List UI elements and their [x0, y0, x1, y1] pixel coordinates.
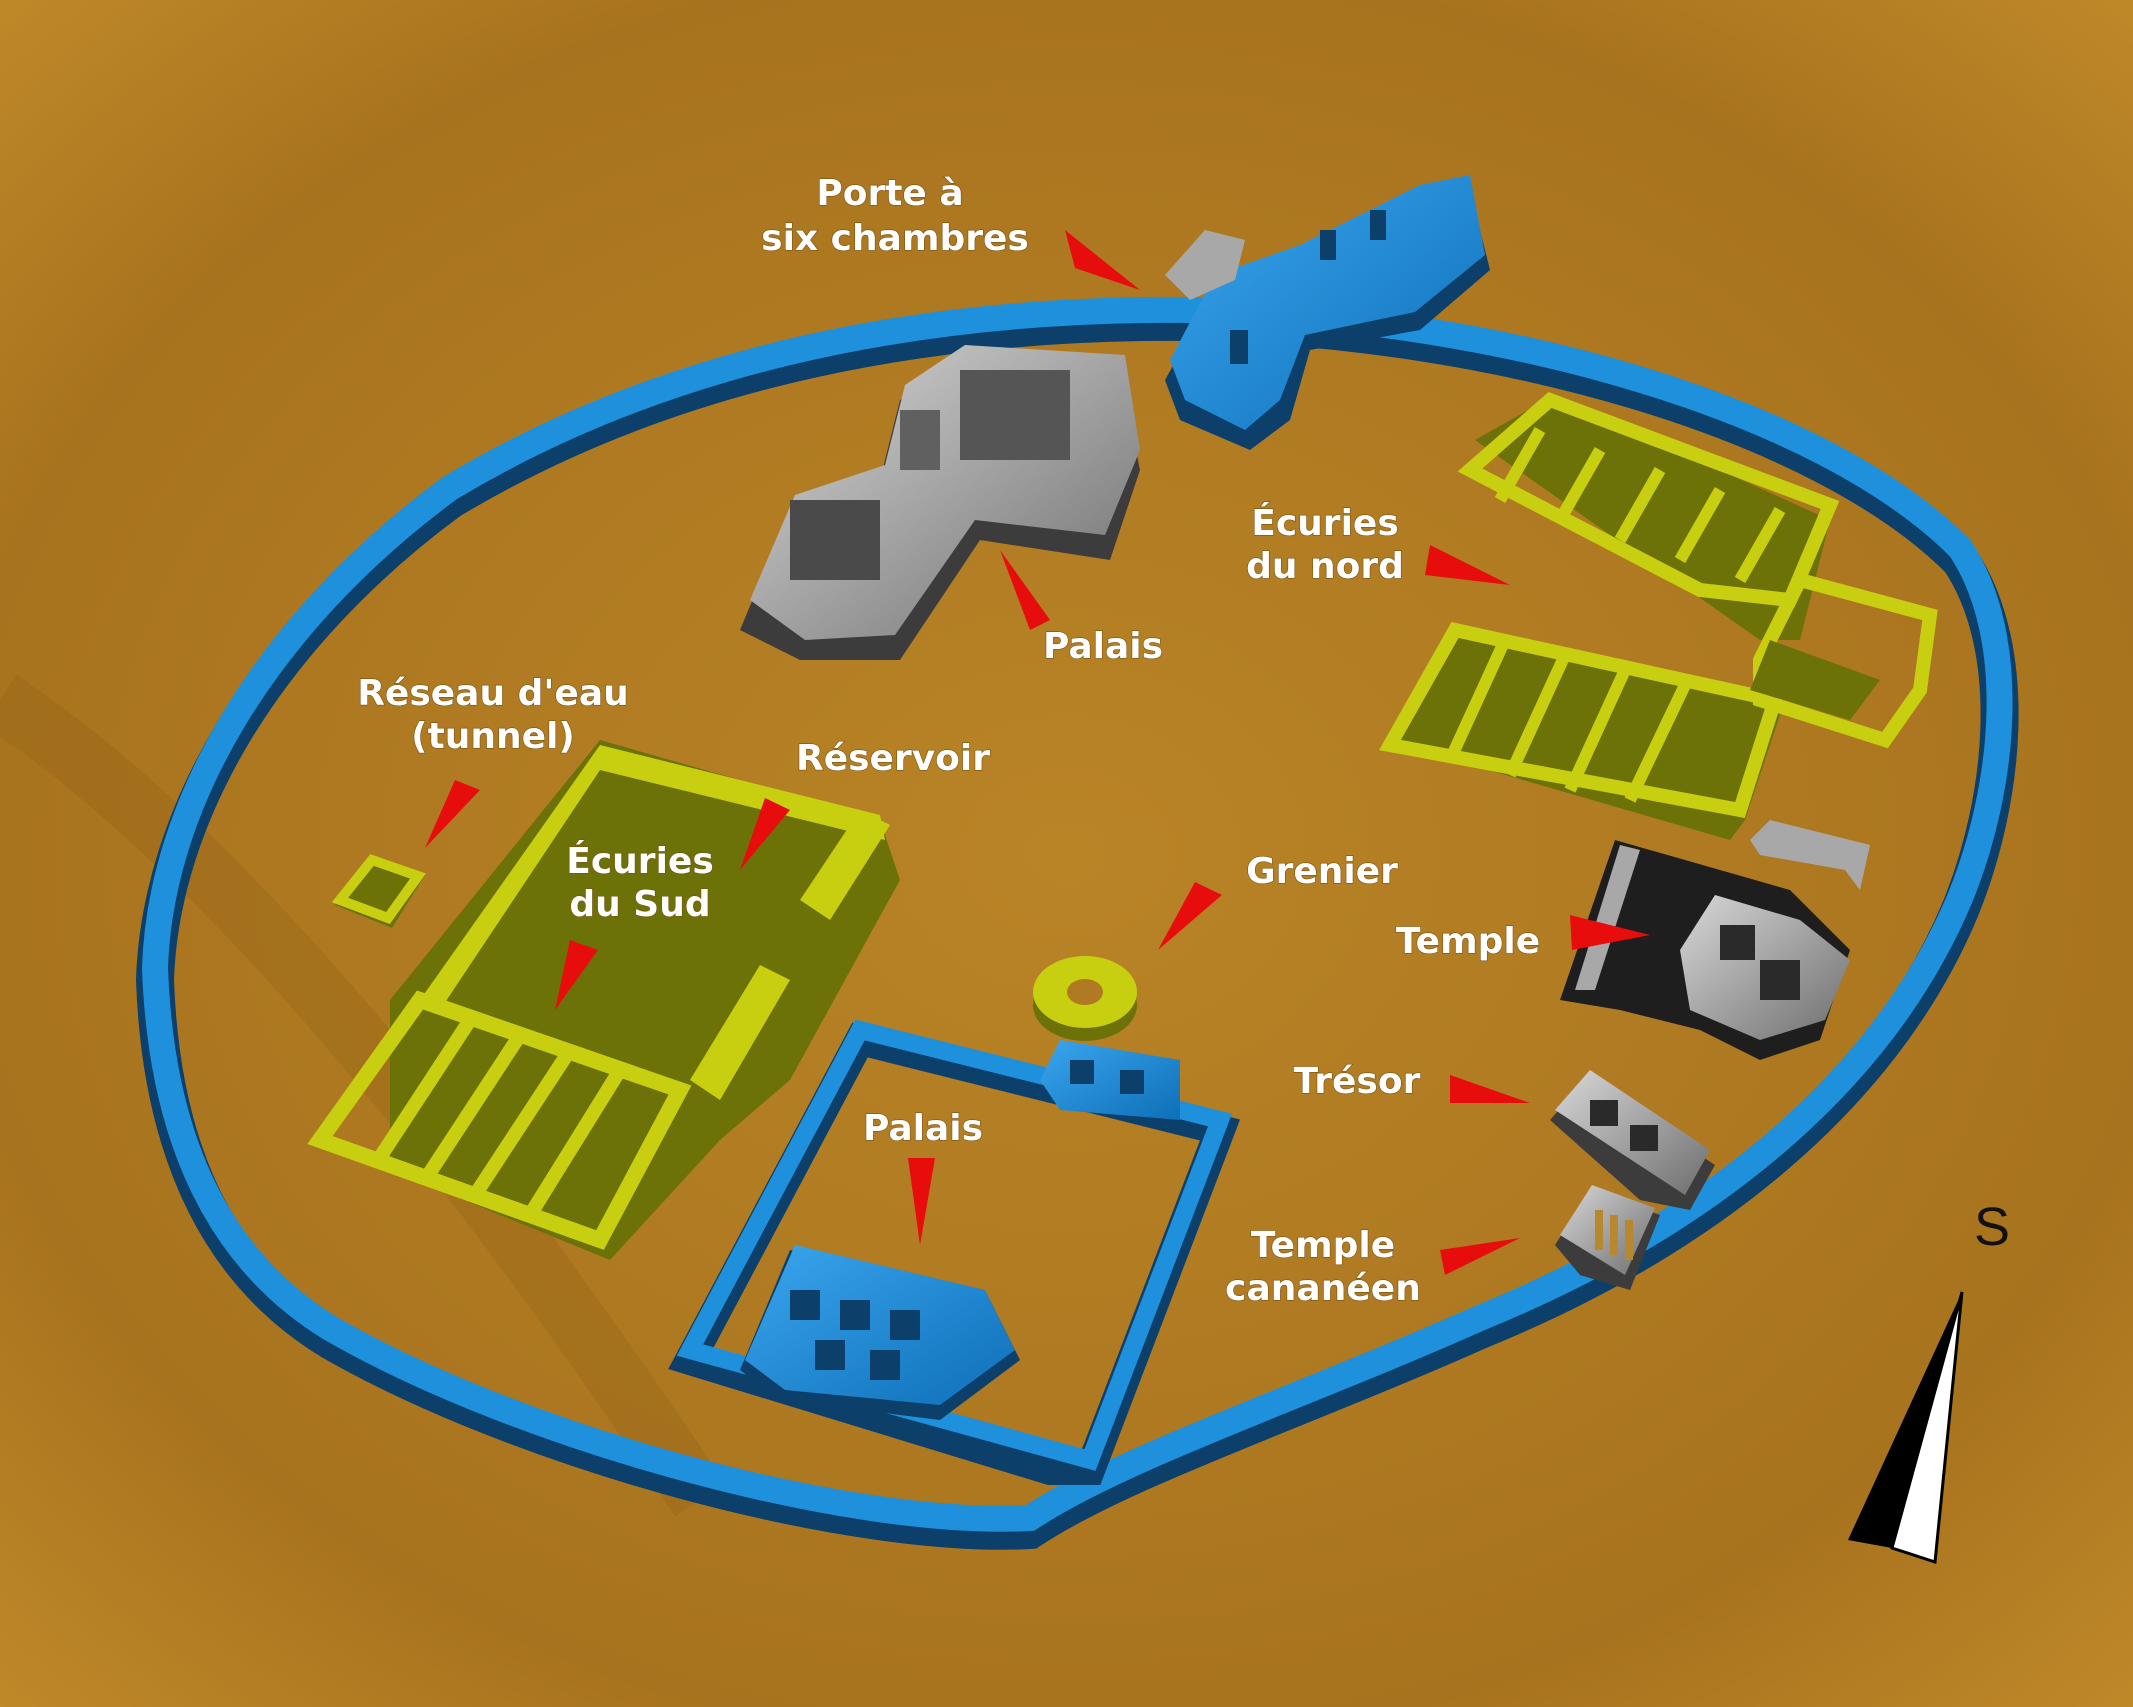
- label-south-stables-line1: Écuries: [566, 840, 714, 882]
- label-treasury: Trésor: [1294, 1061, 1421, 1102]
- label-north-stables-line2: du nord: [1246, 546, 1404, 587]
- label-water-system: Réseau d'eau (tunnel): [357, 672, 630, 757]
- label-gate-line1: Porte à: [816, 173, 963, 214]
- label-granary: Grenier: [1246, 851, 1398, 892]
- reservoir-pointer-icon: [740, 798, 790, 870]
- water-system-pointer-icon: [425, 780, 480, 848]
- label-canaanite-temple: Temple cananéen: [1225, 1224, 1422, 1309]
- palace-south-structure: [668, 1019, 1241, 1485]
- city-wall: [135, 296, 2019, 1550]
- pointer-arrows: [425, 230, 1650, 1275]
- south-stables-pointer-icon: [555, 940, 598, 1010]
- treasury-pointer-icon: [1450, 1075, 1530, 1103]
- label-water-system-line2: (tunnel): [411, 716, 575, 757]
- temple-pointer-icon: [1570, 915, 1650, 950]
- palace-south-pointer-icon: [908, 1158, 935, 1245]
- label-water-system-line1: Réseau d'eau: [357, 673, 629, 714]
- canaanite-temple-structure: [1555, 1185, 1660, 1290]
- label-gate-line2: six chambres: [761, 218, 1029, 259]
- granary-pointer-icon: [1158, 882, 1222, 950]
- gate-structure: [1165, 175, 1490, 450]
- label-north-stables: Écuries du nord: [1245, 501, 1404, 587]
- north-stables-pointer-icon: [1425, 545, 1510, 585]
- gate-pointer-icon: [1065, 230, 1140, 290]
- label-gate: Porte à six chambres: [761, 172, 1030, 259]
- label-reservoir: Réservoir: [796, 738, 990, 779]
- label-south-stables: Écuries du Sud: [566, 839, 715, 925]
- label-palace-north: Palais: [1043, 626, 1163, 667]
- label-canaanite-temple-line1: Temple: [1251, 1225, 1395, 1266]
- label-south-stables-line2: du Sud: [569, 884, 710, 925]
- palace-north-structure: [740, 345, 1140, 660]
- temple-structure: [1560, 820, 1870, 1060]
- compass-letter: S: [1974, 1197, 2010, 1257]
- ground-shadow: [0, 675, 725, 1517]
- water-system-structure: [331, 854, 426, 928]
- north-stables-structure: [1379, 391, 1938, 840]
- label-temple: Temple: [1396, 921, 1540, 962]
- label-palace-south: Palais: [863, 1108, 983, 1149]
- compass-needle-icon: [1848, 1291, 1964, 1565]
- palace-north-pointer-icon: [1000, 550, 1050, 630]
- treasury-structure: [1550, 1070, 1715, 1210]
- granary-structure: [1033, 956, 1137, 1041]
- label-canaanite-temple-line2: cananéen: [1225, 1268, 1421, 1309]
- canaanite-temple-pointer-icon: [1440, 1238, 1520, 1275]
- label-north-stables-line1: Écuries: [1251, 502, 1399, 544]
- compass: S: [1848, 1197, 2010, 1565]
